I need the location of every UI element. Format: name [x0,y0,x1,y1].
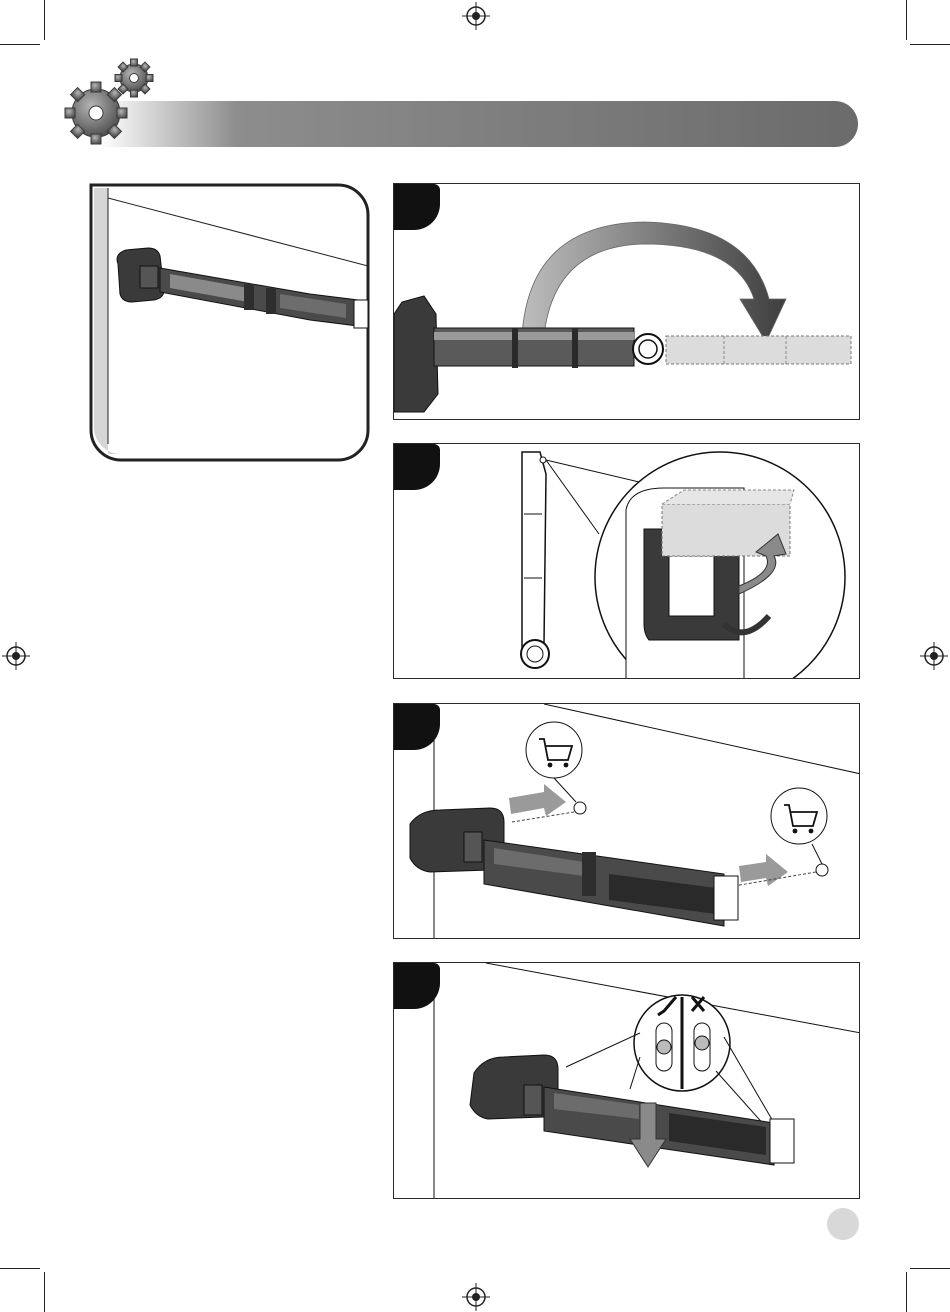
cart-icon [771,788,827,864]
crop-mark [910,44,950,45]
crop-mark [44,1272,45,1312]
registration-mark-icon [462,2,490,30]
header-banner [60,55,865,155]
step-4-illustration [394,963,860,1199]
step-3-panel [393,703,860,939]
registration-mark-icon [920,642,948,670]
crop-mark [910,1268,950,1269]
gears-icon [62,58,157,148]
step-3-illustration [394,704,860,939]
cart-icon [526,722,582,802]
crop-mark [906,1272,907,1312]
step-4-panel [393,962,860,1199]
page-number [827,1208,859,1240]
crop-mark [0,1268,40,1269]
crop-mark [906,0,907,40]
step-2-illustration [394,444,860,679]
overview-panel [88,182,373,465]
step-1-panel [393,183,860,420]
registration-mark-icon [462,1283,490,1311]
step-2-panel [393,443,860,679]
crop-mark [44,0,45,40]
rotate-arrow-icon [394,184,860,420]
registration-mark-icon [2,642,30,670]
crop-mark [0,44,40,45]
